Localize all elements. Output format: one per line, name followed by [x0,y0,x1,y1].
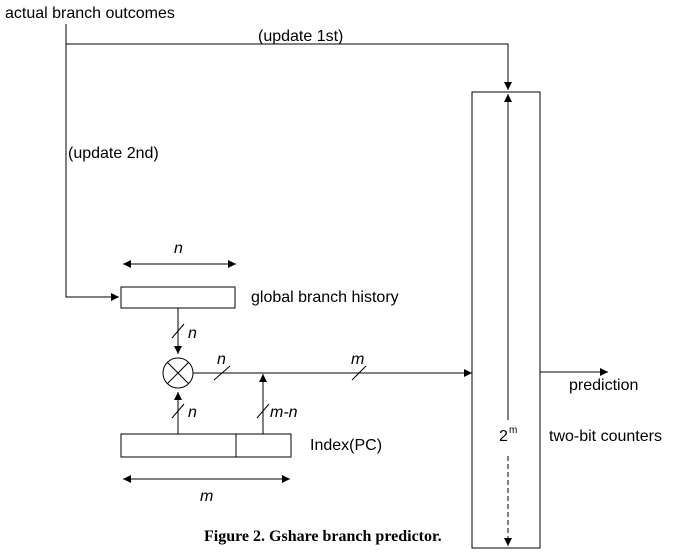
counters-label: two-bit counters [549,428,662,445]
pc-label: Index(PC) [310,437,382,454]
update-first-wire [65,24,512,90]
table-size-exponent: m [509,425,517,436]
index-width-label: m [200,488,213,505]
counter-table [471,91,541,549]
figure-caption: Figure 2. Gshare branch predictor. [204,528,442,545]
pc-bus-label: n [188,404,197,421]
global-history-label: global branch history [251,289,399,306]
pc-high-bits-label: m-n [270,404,298,421]
update-first-label: (update 1st) [258,28,343,45]
update-second-label: (update 2nd) [68,145,159,162]
pc-bus-slash [171,403,185,419]
pc-high-bits-slash [256,403,270,419]
index-bus-label: m [351,351,364,368]
xor-cross-b [167,362,189,384]
update-second-wire [65,44,119,301]
actual-outcomes-label: actual branch outcomes [5,5,175,22]
table-size-base: 2 [499,428,508,445]
xor-out-label: n [217,351,226,368]
xor-out-slash [213,365,231,381]
history-bus-slash [171,323,185,339]
history-bus-label: n [188,325,197,342]
pc-register [120,433,292,458]
index-bus-slash [351,365,367,381]
history-width-label: n [174,240,183,257]
prediction-label: prediction [569,377,638,394]
global-history-register [120,286,236,309]
